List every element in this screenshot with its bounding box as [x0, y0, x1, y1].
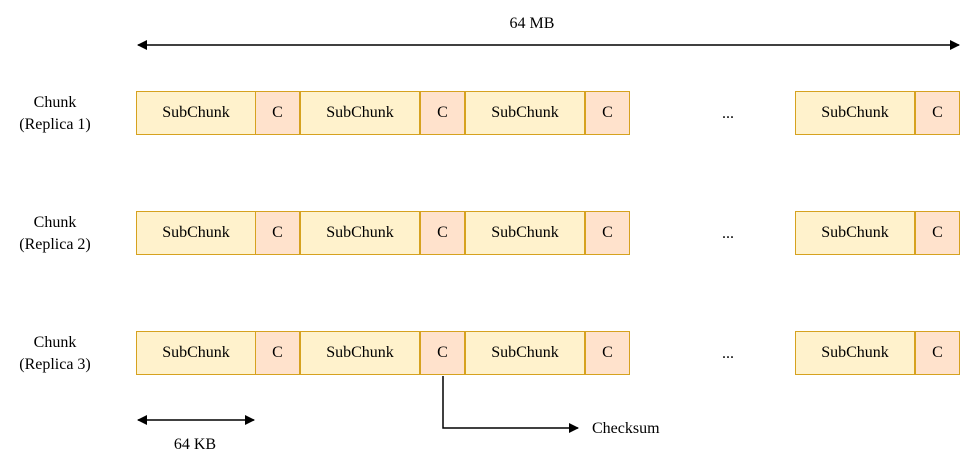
row-label-line1: Chunk	[33, 94, 77, 111]
ellipsis: ...	[722, 225, 734, 242]
checksum-block: C	[420, 211, 465, 255]
row-label-line1: Chunk	[33, 334, 77, 351]
subchunk-block: SubChunk	[136, 91, 256, 135]
ellipsis: ...	[722, 105, 734, 122]
subchunk-block: SubChunk	[795, 331, 915, 375]
checksum-block: C	[255, 331, 300, 375]
row-label-line2: (Replica 2)	[19, 236, 91, 253]
row-label-line1: Chunk	[33, 214, 77, 231]
checksum-block: C	[585, 211, 630, 255]
ellipsis: ...	[722, 345, 734, 362]
subchunk-block: SubChunk	[136, 331, 256, 375]
top-dimension-label: 64 MB	[509, 15, 555, 32]
row-label-replica-1: Chunk (Replica 1)	[0, 92, 110, 136]
checksum-block: C	[915, 331, 960, 375]
row-label-replica-3: Chunk (Replica 3)	[0, 332, 110, 376]
subchunk-block: SubChunk	[465, 211, 585, 255]
subchunk-block: SubChunk	[300, 211, 420, 255]
subchunk-block: SubChunk	[136, 211, 256, 255]
subchunk-block: SubChunk	[795, 211, 915, 255]
checksum-block-highlighted: C	[420, 331, 465, 375]
row-label-line2: (Replica 3)	[19, 356, 91, 373]
checksum-block: C	[915, 211, 960, 255]
subchunk-block: SubChunk	[795, 91, 915, 135]
checksum-connector	[442, 376, 579, 433]
checksum-block: C	[255, 211, 300, 255]
subchunk-dimension-label: 64 KB	[173, 436, 217, 453]
checksum-block: C	[420, 91, 465, 135]
subchunk-block: SubChunk	[465, 91, 585, 135]
checksum-block: C	[585, 91, 630, 135]
row-label-line2: (Replica 1)	[19, 116, 91, 133]
checksum-callout-label: Checksum	[592, 420, 660, 437]
subchunk-block: SubChunk	[300, 91, 420, 135]
checksum-block: C	[255, 91, 300, 135]
checksum-block: C	[915, 91, 960, 135]
subchunk-block: SubChunk	[300, 331, 420, 375]
row-label-replica-2: Chunk (Replica 2)	[0, 212, 110, 256]
subchunk-block: SubChunk	[465, 331, 585, 375]
checksum-block: C	[585, 331, 630, 375]
